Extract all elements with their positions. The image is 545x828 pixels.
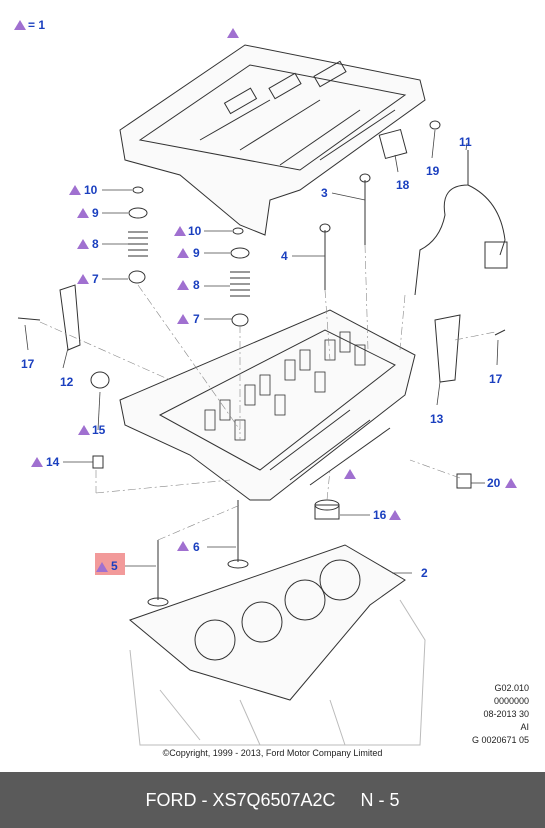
marker-icon (174, 226, 186, 236)
marker-icon (77, 274, 89, 284)
callout-9b[interactable]: 9 (193, 246, 200, 260)
callout-10a[interactable]: 10 (84, 183, 98, 197)
meta-line-1: G02.010 (494, 683, 529, 693)
callout-5[interactable]: 5 (111, 559, 118, 573)
marker-icon (31, 457, 43, 467)
callout-2[interactable]: 2 (421, 566, 428, 580)
callout-12[interactable]: 12 (60, 375, 74, 389)
callout-7b[interactable]: 7 (193, 312, 200, 326)
callout-8a[interactable]: 8 (92, 237, 99, 251)
marker-icon (344, 469, 356, 479)
callout-17b[interactable]: 17 (489, 372, 503, 386)
marker-icon (177, 541, 189, 551)
meta-line-4: AI (520, 722, 529, 732)
meta-line-3: 08-2013 30 (483, 709, 529, 719)
callout-20[interactable]: 20 (487, 476, 501, 490)
meta-line-5: G 0020671 05 (471, 735, 529, 745)
callout-15[interactable]: 15 (92, 423, 106, 437)
marker-icon (177, 280, 189, 290)
callout-13[interactable]: 13 (430, 412, 444, 426)
marker-icon (69, 185, 81, 195)
marker-icon (389, 510, 401, 520)
marker-icon (78, 425, 90, 435)
callout-4[interactable]: 4 (281, 249, 288, 263)
marker-icon (177, 248, 189, 258)
callout-18[interactable]: 18 (396, 178, 410, 192)
callout-17a[interactable]: 17 (21, 357, 35, 371)
marker-icon (96, 562, 108, 572)
callout-7a[interactable]: 7 (92, 272, 99, 286)
callout-3[interactable]: 3 (321, 186, 328, 200)
callout-6[interactable]: 6 (193, 540, 200, 554)
marker-icon (227, 28, 239, 38)
callout-9a[interactable]: 9 (92, 206, 99, 220)
part-number-label: FORD - XS7Q6507A2C N - 5 (145, 789, 400, 810)
callout-11[interactable]: 11 (459, 135, 472, 149)
callout-19[interactable]: 19 (426, 164, 440, 178)
cylinder-head-exploded-drawing (17, 44, 508, 746)
legend-label: = 1 (28, 18, 46, 32)
part-number-footer: FORD - XS7Q6507A2C N - 5 (0, 772, 545, 828)
callout-8b[interactable]: 8 (193, 278, 200, 292)
marker-icon (177, 314, 189, 324)
drawing-meta: G02.010 0000000 08-2013 30 AI G 0020671 … (472, 682, 529, 747)
marker-icon (77, 208, 89, 218)
parts-diagram-canvas: = 1 1 2 3 4 5 6 7 7 8 8 9 9 10 10 11 12 … (14, 18, 529, 758)
callout-10b[interactable]: 10 (188, 224, 202, 238)
callout-16[interactable]: 16 (373, 508, 387, 522)
marker-icon (77, 239, 89, 249)
callout-14[interactable]: 14 (46, 455, 60, 469)
copyright-notice: ©Copyright, 1999 - 2013, Ford Motor Comp… (162, 748, 383, 758)
legend-marker-icon (14, 20, 26, 30)
meta-line-2: 0000000 (493, 696, 529, 706)
marker-icon (505, 478, 517, 488)
